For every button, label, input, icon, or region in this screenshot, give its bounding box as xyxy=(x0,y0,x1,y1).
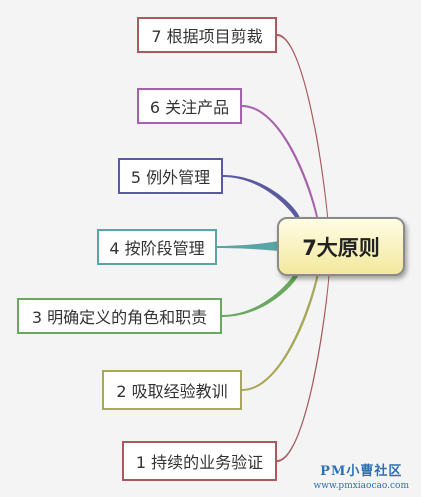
principle-node-1[interactable]: 1 持续的业务验证 xyxy=(122,441,277,481)
principle-label: 4 按阶段管理 xyxy=(109,239,205,258)
principle-node-6[interactable]: 6 关注产品 xyxy=(137,88,242,124)
branch-3 xyxy=(222,264,300,317)
principle-node-7[interactable]: 7 根据项目剪裁 xyxy=(137,17,277,53)
principle-node-2[interactable]: 2 吸取经验教训 xyxy=(102,370,242,410)
branch-4 xyxy=(217,241,280,252)
principle-node-4[interactable]: 4 按阶段管理 xyxy=(97,229,217,265)
branch-7 xyxy=(277,34,330,251)
center-topic[interactable]: 7大原则 xyxy=(277,217,405,276)
principle-label: 3 明确定义的角色和职责 xyxy=(31,308,208,327)
branch-6 xyxy=(242,105,320,236)
principle-node-3[interactable]: 3 明确定义的角色和职责 xyxy=(17,298,222,334)
principle-label: 5 例外管理 xyxy=(130,168,211,187)
principle-label: 7 根据项目剪裁 xyxy=(151,27,263,46)
principle-label: 2 吸取经验教训 xyxy=(116,382,228,401)
center-topic-label: 7大原则 xyxy=(302,235,380,260)
principle-label: 6 关注产品 xyxy=(149,98,230,117)
watermark-title: PM小曹社区 xyxy=(320,464,403,479)
branch-5 xyxy=(223,175,300,226)
branch-2 xyxy=(242,257,320,391)
watermark-url: www.pmxiaocao.com xyxy=(313,481,409,491)
watermark: PM小曹社区 www.pmxiaocao.com xyxy=(314,460,409,491)
branch-1 xyxy=(277,257,330,462)
principle-node-5[interactable]: 5 例外管理 xyxy=(118,158,223,194)
principle-label: 1 持续的业务验证 xyxy=(135,453,264,472)
